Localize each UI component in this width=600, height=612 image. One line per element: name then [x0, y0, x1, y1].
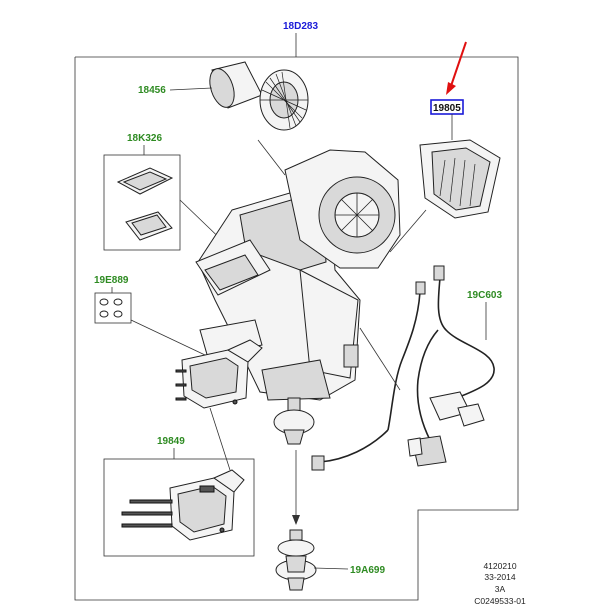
actuator [175, 339, 263, 409]
footer-line-4: C0249533-01 [474, 596, 526, 606]
footer-line-3: 3A [495, 584, 506, 594]
o-ring-box [94, 292, 132, 324]
red-arrow [446, 41, 467, 95]
callout-19805: 19805 [433, 103, 461, 114]
blower-motor [209, 61, 309, 131]
temp-sensor [121, 469, 245, 541]
filter-element [419, 139, 501, 219]
callout-18456: 18456 [138, 85, 166, 96]
callout-19A699: 19A699 [350, 565, 385, 576]
callout-19C603: 19C603 [467, 290, 502, 301]
callout-19849: 19849 [157, 436, 185, 447]
footer-line-2: 33-2014 [484, 572, 515, 582]
drain-valve [275, 529, 317, 591]
title-part-label: 18D283 [283, 21, 318, 32]
callout-18K326: 18K326 [127, 133, 162, 144]
footer-line-1: 4120210 [483, 561, 516, 571]
temp-sensor-box [103, 458, 255, 557]
assembly-boundary [74, 56, 519, 601]
o-rings [99, 298, 123, 318]
seal-kit-box [103, 154, 181, 251]
wiring-harness [311, 265, 495, 471]
hvac-housing [195, 149, 401, 401]
drain-valve-top [273, 397, 315, 445]
callout-19E889: 19E889 [94, 275, 129, 286]
seal-gaskets [116, 167, 174, 241]
highlight-box [430, 99, 464, 115]
